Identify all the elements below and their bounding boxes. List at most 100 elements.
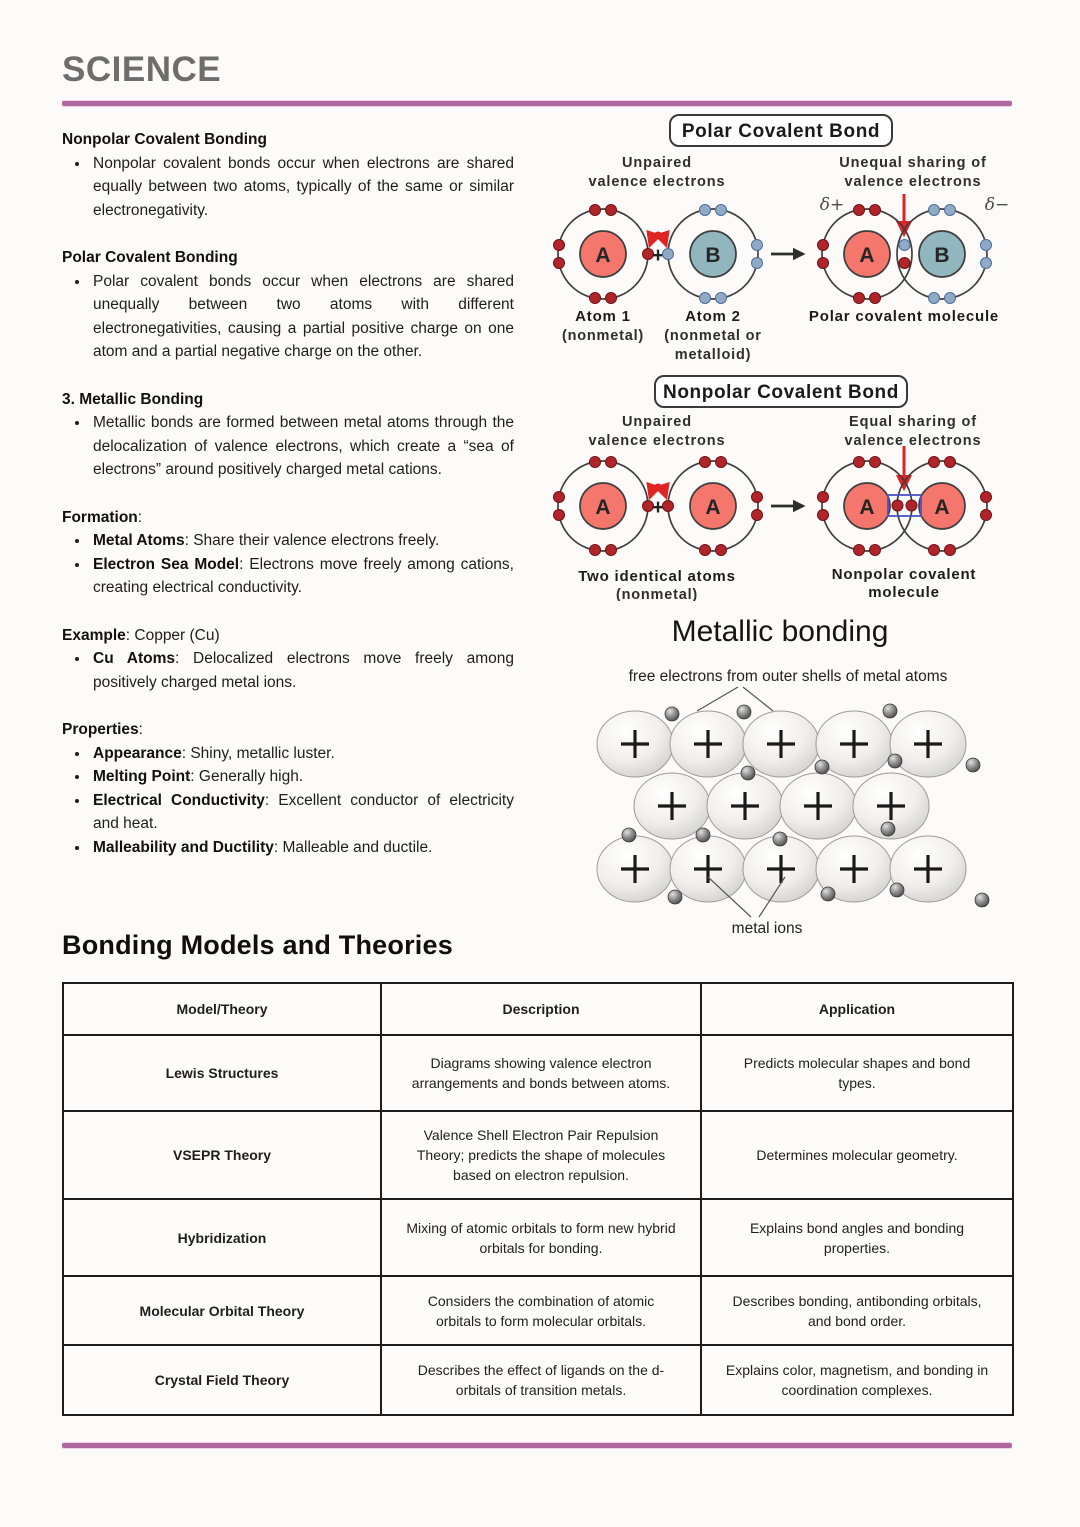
heading-rest: : [138, 721, 143, 738]
list-item: Electron Sea Model: Electrons move freel… [90, 553, 514, 600]
bullet-text: : Share their valence electrons freely. [184, 532, 440, 549]
bullet-term: Appearance [93, 744, 182, 762]
section-heading: Properties: [62, 718, 514, 742]
section-metallic-bonding: 3. Metallic Bonding Metallic bonds are f… [62, 388, 514, 482]
bullet-text: : Excellent conductor of electricity and… [93, 791, 514, 833]
nonpolar-left-caption-line2: valence electrons [588, 433, 725, 449]
model-cell: Hybridization [62, 1198, 382, 1277]
table-row: Crystal Field Theory Describes the effec… [62, 1344, 1014, 1416]
application-cell: Explains bond angles and bonding propert… [700, 1198, 1014, 1277]
shared-electron-box [887, 494, 922, 517]
list-item: Cu Atoms: Delocalized electrons move fre… [90, 647, 514, 694]
bullet-text: Nonpolar covalent bonds occur when elect… [93, 154, 514, 219]
polar-atom1: A [553, 204, 654, 304]
nonpolar-molecule-label-line2: molecule [868, 584, 939, 601]
metallic-bonding-diagram: Metallic bonding free electrons from out… [596, 615, 990, 936]
nonpolar-molecule-label-line1: Nonpolar covalent [832, 566, 976, 583]
heading-bold: Formation [62, 508, 138, 526]
nonpolar-left-caption-line1: Unpaired [622, 414, 692, 430]
atom-a-letter: A [595, 244, 610, 267]
polar-title: Polar Covalent Bond [682, 121, 880, 142]
atom-a-letter: A [595, 496, 610, 519]
nonpolar-atom2: A [662, 456, 763, 556]
description-cell: Valence Shell Electron Pair Repulsion Th… [380, 1110, 702, 1200]
atom2-label: Atom 2 [685, 308, 741, 325]
header-divider [62, 101, 1012, 106]
diagram-column: Polar Covalent Bond Unpaired valence ele… [545, 106, 1015, 936]
table-row: Lewis Structures Diagrams showing valenc… [62, 1034, 1014, 1112]
nonpolar-atom1: A [553, 456, 654, 556]
section-example: Example: Copper (Cu) Cu Atoms: Delocaliz… [62, 624, 514, 695]
nonpolar-title-box [654, 375, 908, 408]
model-cell: Crystal Field Theory [62, 1344, 382, 1416]
footer-divider [62, 1443, 1012, 1448]
models-table: Model/Theory Description Application Lew… [62, 982, 1014, 1416]
application-cell: Predicts molecular shapes and bond types… [700, 1034, 1014, 1112]
nonpolar-molecule: A A [817, 446, 992, 556]
polar-molecule-label: Polar covalent molecule [809, 308, 999, 325]
polar-molecule: δ+ δ− A B [817, 194, 1009, 304]
column-header-model: Model/Theory [62, 982, 382, 1036]
atom1-label: Atom 1 [575, 308, 631, 325]
polar-left-caption-line1: Unpaired [622, 155, 692, 171]
heading-bold: Example [62, 626, 126, 644]
list-item: Nonpolar covalent bonds occur when elect… [90, 152, 514, 223]
list-item: Melting Point: Generally high. [90, 765, 514, 789]
nonpolar-right-caption-line2: valence electrons [844, 433, 981, 449]
free-electrons-label: free electrons from outer shells of meta… [629, 668, 948, 685]
polar-title-box [669, 114, 893, 147]
section-properties: Properties: Appearance: Shiny, metallic … [62, 718, 514, 859]
section-polar-covalent: Polar Covalent Bonding Polar covalent bo… [62, 246, 514, 364]
description-cell: Considers the combination of atomic orbi… [380, 1275, 702, 1346]
model-cell: Lewis Structures [62, 1034, 382, 1112]
polar-right-caption-line2: valence electrons [844, 174, 981, 190]
bullet-term: Malleability and Ductility [93, 838, 274, 856]
metal-ions-pointer-line [707, 876, 752, 918]
heading-rest: : [137, 508, 143, 526]
atom2-sublabel-line1: (nonmetal or [664, 328, 761, 344]
atom-b-letter: B [934, 244, 949, 267]
heading-bold: Polar Covalent Bonding [62, 249, 238, 266]
nonpolar-covalent-bond-diagram: Nonpolar Covalent Bond Unpaired valence … [553, 375, 992, 601]
section-heading: Polar Covalent Bonding [62, 246, 514, 270]
section-heading: Example: Copper (Cu) [62, 624, 514, 648]
description-cell: Describes the effect of ligands on the d… [380, 1344, 702, 1416]
bullet-text: : Shiny, metallic luster. [181, 744, 335, 762]
nonpolar-title: Nonpolar Covalent Bond [663, 382, 899, 403]
description-cell: Diagrams showing valence electron arrang… [380, 1034, 702, 1112]
bullet-text: : Electrons move freely among cations, c… [93, 555, 514, 597]
list-item: Metal Atoms: Share their valence electro… [90, 529, 514, 553]
free-electrons-pointer-line [696, 686, 739, 712]
table-header-row: Model/Theory Description Application [62, 982, 1014, 1036]
atom-a-letter: A [705, 496, 720, 519]
delta-plus-label: δ+ [820, 195, 844, 215]
column-header-description: Description [380, 982, 702, 1036]
bullet-term: Melting Point [93, 768, 191, 785]
identical-atoms-label: Two identical atoms [578, 568, 735, 585]
electron-exchange-arrow [646, 481, 670, 501]
bullet-text: : Malleable and ductile. [273, 838, 433, 856]
atom2-sublabel-line2: metalloid) [675, 347, 751, 363]
heading-bold: 3. Metallic Bonding [62, 390, 204, 408]
atom-a-letter: A [859, 496, 874, 519]
document-page: SCIENCE Nonpolar Covalent Bonding Nonpol… [62, 0, 1015, 1416]
metal-ions-label: metal ions [732, 920, 803, 936]
bullet-text: Polar covalent bonds occur when electron… [93, 272, 514, 361]
section-heading: Nonpolar Covalent Bonding [62, 128, 514, 152]
polar-right-caption-line1: Unequal sharing of [839, 155, 987, 171]
section-nonpolar-covalent: Nonpolar Covalent Bonding Nonpolar coval… [62, 128, 514, 222]
metallic-title: Metallic bonding [672, 615, 889, 648]
free-electrons [621, 703, 990, 908]
list-item: Malleability and Ductility: Malleable an… [90, 836, 514, 860]
model-cell: VSEPR Theory [62, 1110, 382, 1200]
section-formation: Formation: Metal Atoms: Share their vale… [62, 506, 514, 600]
table-row: VSEPR Theory Valence Shell Electron Pair… [62, 1110, 1014, 1200]
bullet-term: Metal Atoms [93, 532, 185, 549]
nonpolar-right-caption-line1: Equal sharing of [849, 414, 977, 430]
list-item: Electrical Conductivity: Excellent condu… [90, 789, 514, 836]
column-header-application: Application [700, 982, 1014, 1036]
identical-atoms-sublabel: (nonmetal) [616, 587, 698, 601]
list-item: Metallic bonds are formed between metal … [90, 411, 514, 482]
heading-rest: : Copper (Cu) [125, 626, 220, 644]
heading-bold: Properties [62, 721, 139, 738]
